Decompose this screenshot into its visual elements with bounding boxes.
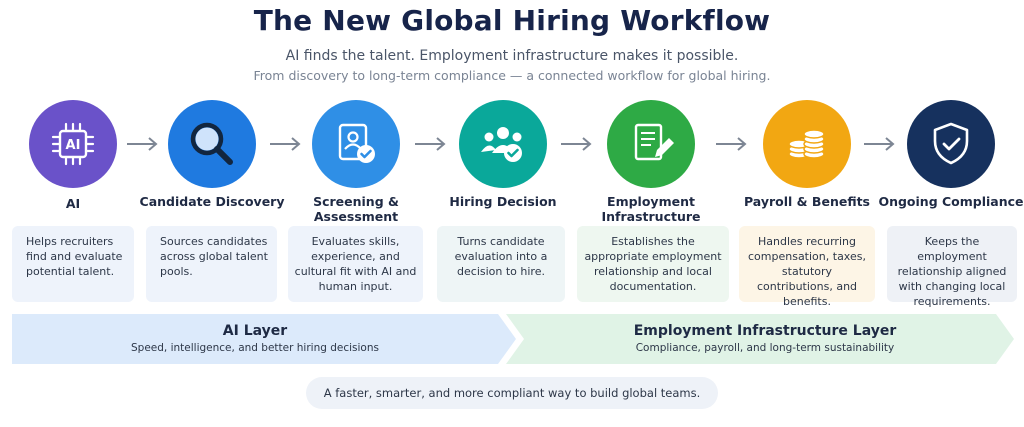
layer-bands-background <box>12 314 1014 364</box>
step-label: AI <box>65 196 81 211</box>
step-payroll-benefits: Payroll & Benefits <box>732 100 882 209</box>
team-check-icon <box>459 100 547 188</box>
arrow-right-icon <box>127 137 158 151</box>
step-description-candidate-discovery: Sources candidates across global talent … <box>146 226 277 302</box>
document-pen-icon <box>607 100 695 188</box>
step-ai: AI AI <box>0 100 148 211</box>
layer-title: Employment Infrastructure Layer <box>633 323 897 339</box>
layer-subtitle: Speed, intelligence, and better hiring d… <box>131 342 379 354</box>
footer-banner: A faster, smarter, and more compliant wa… <box>306 377 718 409</box>
step-ongoing-compliance: Ongoing Compliance <box>876 100 1024 209</box>
step-label: Ongoing Compliance <box>878 194 1024 209</box>
arrow-right-icon <box>270 137 301 151</box>
magnifier-icon <box>168 100 256 188</box>
layer-subtitle: Compliance, payroll, and long-term susta… <box>635 342 895 354</box>
page-subtitle: AI finds the talent. Employment infrastr… <box>285 48 739 64</box>
step-description-compliance: Keeps the employment relationship aligne… <box>887 226 1017 308</box>
step-description-payroll: Handles recurring compensation, taxes, s… <box>739 226 875 308</box>
arrow-right-icon <box>561 137 592 151</box>
step-candidate-discovery: Candidate Discovery <box>137 100 287 209</box>
shield-check-icon <box>907 100 995 188</box>
step-description-ai: Helps recruiters find and evaluate poten… <box>12 226 134 302</box>
step-screening-assessment: Screening & Assessment <box>281 100 431 224</box>
step-label: Candidate Discovery <box>139 194 285 209</box>
ai-chip-icon: AI <box>29 100 117 188</box>
profile-check-icon <box>312 100 400 188</box>
step-label: Payroll & Benefits <box>743 194 870 209</box>
arrow-right-icon <box>716 137 747 151</box>
page-tagline: From discovery to long-term compliance —… <box>253 68 771 83</box>
arrow-right-icon <box>415 137 446 151</box>
employment-infrastructure-layer-band: Employment Infrastructure Layer Complian… <box>520 314 1010 364</box>
step-label: Screening & Assessment <box>313 194 399 224</box>
step-label: Hiring Decision <box>449 194 557 209</box>
arrow-right-icon <box>864 137 895 151</box>
ai-layer-band: AI Layer Speed, intelligence, and better… <box>12 314 498 364</box>
svg-text:AI: AI <box>66 138 81 153</box>
step-description-employment-infrastructure: Establishes the appropriate employment r… <box>577 226 729 302</box>
step-label: Employment Infrastructure <box>601 194 701 224</box>
step-employment-infrastructure: Employment Infrastructure <box>576 100 726 224</box>
layer-title: AI Layer <box>222 323 288 339</box>
page-title: The New Global Hiring Workflow <box>253 4 771 37</box>
step-description-screening: Evaluates skills, experience, and cultur… <box>288 226 423 302</box>
coins-icon <box>763 100 851 188</box>
step-description-hiring-decision: Turns candidate evaluation into a decisi… <box>437 226 565 302</box>
step-hiring-decision: Hiring Decision <box>428 100 578 209</box>
